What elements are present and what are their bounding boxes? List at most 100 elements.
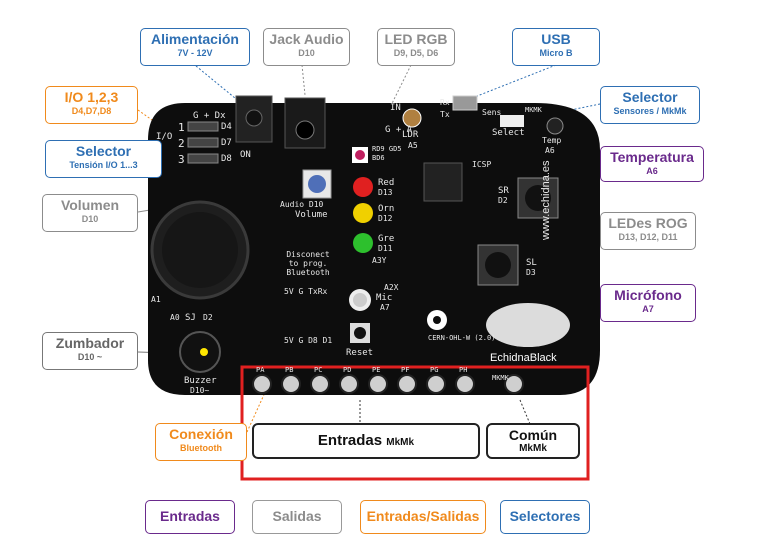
callout-title: LEDes ROG [608, 215, 688, 231]
pcb-label-gdx: G + Dx [193, 111, 226, 121]
led-orange [353, 203, 373, 223]
pcb-label-mic: Mic [376, 293, 393, 303]
pcb-url: www.echidna.es [540, 160, 552, 241]
pcb-label-on: ON [240, 150, 251, 160]
callout-title: I/O 1,2,3 [64, 89, 119, 105]
pcb-label-reset: Reset [346, 348, 374, 358]
callout-title: Conexión [169, 426, 233, 442]
callout-sub: Micro B [539, 48, 573, 58]
callout-sub: Bluetooth [180, 443, 222, 453]
mkmk-pads [252, 374, 524, 394]
callout-selector-tension: Selector Tensión I/O 1...3 [45, 140, 162, 178]
pcb-label-gre-pin: D11 [378, 244, 393, 253]
mkmk-comun-sub: MkMk [519, 443, 547, 454]
callout-sub: A6 [646, 166, 658, 176]
mkmk-entradas-box: Entradas MkMk [252, 423, 480, 459]
pcb-label-sj: SJ [185, 313, 196, 323]
callout-sub: 7V - 12V [177, 48, 213, 58]
pcb-label-ldr: LDR [402, 130, 419, 140]
callout-alimentacion: Alimentación 7V - 12V [140, 28, 250, 66]
pcb-label-d4: D4 [221, 122, 232, 132]
callout-sub: D10 [81, 214, 99, 224]
pad-label: PF [401, 366, 410, 374]
pcb-label-icsp: ICSP [472, 160, 492, 169]
usb-port [452, 95, 478, 111]
pcb-label-bt-pins: 5V G TxRx [284, 287, 328, 296]
callout-sub: D4,D7,D8 [71, 106, 112, 116]
callout-title: Micrófono [614, 287, 682, 303]
pcb-label-orn: Orn [378, 204, 395, 214]
pcb-license: CERN-OHL-W (2.0) [428, 334, 496, 342]
pcb-label-d8: D8 [221, 154, 232, 164]
pcb-label-bt-conn: 5V G D8 D1 [284, 336, 333, 345]
callout-title: USB [541, 31, 571, 47]
ldr [402, 108, 422, 128]
callout-sub: D10 ~ [77, 352, 103, 362]
pcb-label-a3y: A3Y [372, 256, 387, 265]
legend-entradas: Entradas [145, 500, 235, 534]
pcb-label-ga: G + A [385, 125, 413, 135]
pad-label: PB [285, 366, 294, 374]
pcb-label-mkmk-bottom: MKMK [492, 374, 509, 382]
pad-label: PE [372, 366, 381, 374]
pad-label: PA [256, 366, 265, 374]
callout-selector-sensores: Selector Sensores / MkMk [600, 86, 700, 124]
pcb-label-io: I/O [156, 132, 173, 142]
callout-microfono: Micrófono A7 [600, 284, 696, 322]
pcb-label-sr: SR [498, 186, 509, 196]
mkmk-comun-label: Común [508, 427, 558, 443]
pcb-label-sl-pin: D3 [526, 268, 536, 277]
pcb-label-row2: 2 [178, 137, 185, 150]
pcb-label-temp-pin: A6 [545, 146, 555, 155]
pcb-label-select: Select [492, 128, 525, 138]
line-sel-sens [521, 103, 601, 121]
callout-usb: USB Micro B [512, 28, 600, 66]
callout-io123: I/O 1,2,3 D4,D7,D8 [45, 86, 138, 124]
mcu-chip [423, 162, 463, 202]
pcb-label-audio: Audio D10 [280, 200, 324, 209]
callout-title: Alimentación [151, 31, 239, 47]
pcb-label-tx: Tx [440, 110, 450, 119]
pcb-label-a0: A0 [170, 313, 180, 322]
legend-entradas-salidas: Entradas/Salidas [360, 500, 486, 534]
pcb-label-disconnect: Disconect to prog. Bluetooth [286, 250, 330, 277]
echidna-logo [486, 303, 570, 347]
pcb-label-a1: A1 [151, 295, 161, 304]
pad-label: PG [430, 366, 439, 374]
io-headers [187, 121, 219, 164]
mkmk-entradas-sub: MkMk [386, 437, 415, 448]
callout-sub: D13, D12, D11 [618, 232, 678, 242]
callout-zumbador: Zumbador D10 ~ [42, 332, 138, 370]
line-jack [301, 64, 306, 96]
pcb-label-temp: Temp [542, 136, 562, 145]
temp-sensor [546, 117, 564, 135]
pcb-label-red: Red [378, 178, 395, 188]
pcb-label-buzzer-pin: D10~ [190, 386, 210, 395]
mkmk-entradas-label: Entradas [317, 432, 383, 449]
callout-temperatura: Temperatura A6 [600, 146, 704, 182]
pcb-label-row1: 1 [178, 121, 185, 134]
callout-sub: D9, D5, D6 [393, 48, 439, 58]
callout-title: Temperatura [610, 149, 694, 165]
pcb-label-buzzer: Buzzer [184, 376, 217, 386]
pcb-label-rx: Rx [440, 98, 450, 107]
callout-title: Selector [622, 89, 678, 105]
callout-sub: A7 [642, 304, 654, 314]
pcb-label-mic-pin: A7 [380, 303, 390, 312]
pcb-label-row3: 3 [178, 153, 185, 166]
callout-title: Selector [75, 143, 132, 159]
pcb-label-sens: Sens [482, 108, 502, 117]
led-red [353, 177, 373, 197]
mkmk-comun-box: Común MkMk [486, 423, 580, 459]
callout-jack-audio: Jack Audio D10 [263, 28, 350, 66]
mkmk-dash-right [519, 399, 531, 425]
pcb-label-in: IN [390, 103, 401, 113]
pad-label: PH [459, 366, 468, 374]
callout-title: LED RGB [384, 31, 448, 47]
pad-label: PD [343, 366, 352, 374]
pcb-label-mkmk: MKMK [525, 106, 542, 114]
line-usb [466, 64, 557, 101]
pcb-label-sl: SL [526, 258, 537, 268]
